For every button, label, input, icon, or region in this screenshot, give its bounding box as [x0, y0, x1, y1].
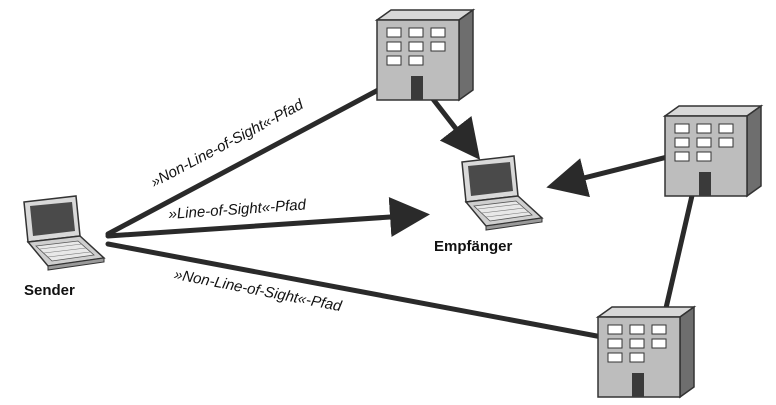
nlos-bottom-path-line [105, 241, 605, 340]
receiver-laptop-icon [461, 155, 543, 231]
sender-label: Sender [24, 282, 75, 299]
bottom-building-icon [597, 306, 695, 398]
right-building-icon [664, 105, 762, 197]
los-path-line [105, 197, 430, 239]
sender-laptop-icon [23, 195, 105, 271]
nlos-top-path-line [105, 69, 415, 237]
receiver-label: Empfänger [434, 238, 513, 255]
top-building-icon [376, 9, 474, 101]
